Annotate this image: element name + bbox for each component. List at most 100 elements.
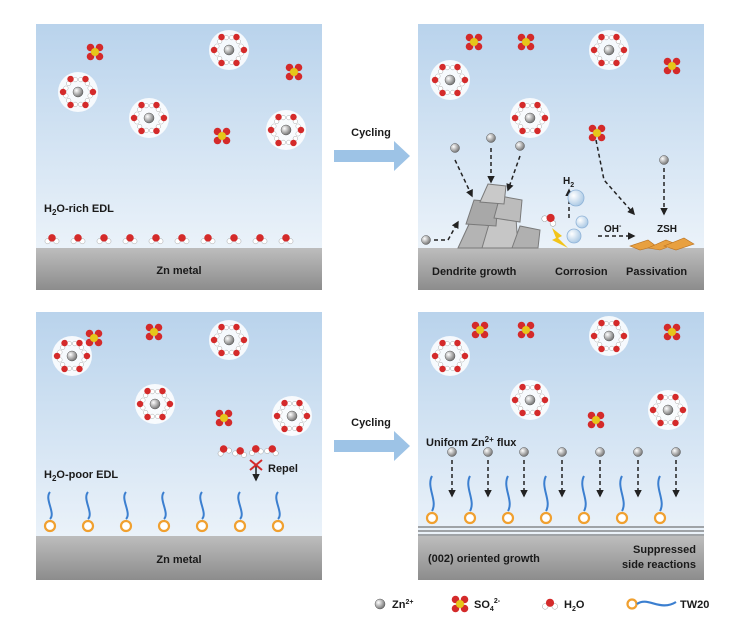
tw20-molecule: [615, 475, 629, 525]
sulfate-ions: [85, 33, 681, 429]
water-molecule: [137, 101, 149, 112]
repel-label: Repel: [268, 463, 298, 475]
sulfate-ion: [663, 323, 681, 341]
zn-ion: [66, 350, 78, 362]
zn-ion: [486, 133, 496, 143]
water-molecule: [81, 349, 91, 363]
zn-solvation-cluster: [52, 336, 92, 376]
water-molecule: [66, 75, 78, 86]
water-molecule: [530, 406, 542, 417]
water-molecule: [530, 124, 542, 135]
water-molecule: [530, 383, 542, 394]
water-molecule: [609, 56, 621, 67]
water-molecule: [450, 339, 462, 350]
water-molecule: [511, 111, 521, 125]
tw20-molecule: [501, 475, 515, 525]
tw20-molecule: [577, 475, 591, 525]
water-molecule: [656, 416, 668, 427]
water-molecule: [431, 349, 441, 363]
legend-tw20-label: TW20: [680, 599, 709, 611]
zn-ion: [444, 350, 456, 362]
water-molecule: [431, 73, 441, 87]
water-molecule: [278, 234, 294, 245]
sulfate-ion: [451, 595, 469, 613]
water-molecule: [438, 86, 450, 97]
water-molecule: [518, 406, 530, 417]
sulfate-ion: [86, 43, 104, 61]
water-molecule: [210, 43, 220, 57]
water-molecule: [229, 323, 241, 334]
h2-bubble: [566, 228, 582, 244]
zn-solvation-cluster: [209, 320, 249, 360]
legend: Zn2+ SO42- H2O TW20: [374, 595, 709, 613]
water-molecule: [511, 393, 521, 407]
water-molecule: [542, 598, 558, 610]
water-molecule: [280, 422, 292, 433]
zn-solvation-cluster: [589, 30, 629, 70]
water-molecule: [96, 234, 112, 245]
zn-ion: [72, 86, 84, 98]
corrosion-label: Corrosion: [555, 266, 608, 278]
water-molecule: [618, 329, 628, 343]
solvation-clusters: [52, 30, 688, 436]
sulfate-ion: [471, 321, 489, 339]
water-molecule: [217, 346, 229, 357]
zn-ion: [524, 394, 536, 406]
zn-solvation-cluster: [272, 396, 312, 436]
cycling-arrow-top: [334, 141, 410, 171]
zn-ion: [483, 447, 493, 457]
passivation-label: Passivation: [626, 266, 687, 278]
water-molecule: [286, 113, 298, 124]
water-molecule: [539, 393, 549, 407]
water-molecule: [148, 234, 164, 245]
water-molecule: [217, 445, 232, 457]
zn-ion: [450, 143, 460, 153]
water-molecule: [518, 124, 530, 135]
water-molecule: [158, 111, 168, 125]
zsh-passivation-layer: [629, 237, 695, 251]
zn-substrate-top-left: [36, 248, 322, 290]
water-molecule: [459, 73, 469, 87]
sulfate-ion: [145, 323, 163, 341]
legend-so4-icon: [451, 595, 469, 613]
edl-label-poor: H2O-poor EDL: [44, 469, 118, 483]
zn-solvation-cluster: [510, 380, 550, 420]
water-molecule: [656, 393, 668, 404]
water-molecule: [267, 123, 277, 137]
oh-label: OH-: [604, 223, 622, 235]
cycling-label-top: Cycling: [351, 127, 391, 139]
h2-label: H2: [563, 176, 574, 189]
tw20-molecule: [195, 491, 209, 533]
water-molecule: [238, 333, 248, 347]
water-molecule: [229, 346, 241, 357]
water-molecule: [70, 234, 86, 245]
cycling-label-bottom: Cycling: [351, 417, 391, 429]
water-molecule: [72, 339, 84, 350]
water-molecule: [597, 319, 609, 330]
cycling-arrow-bottom: [334, 431, 410, 461]
zn-ion: [662, 404, 674, 416]
dendrite-growth-label: Dendrite growth: [432, 266, 517, 278]
water-molecule: [301, 409, 311, 423]
sulfate-ion: [517, 33, 535, 51]
water-molecule: [229, 33, 241, 44]
water-molecule: [459, 349, 469, 363]
h2-bubble: [567, 189, 585, 207]
water-molecule: [155, 410, 167, 421]
tw20-molecule: [425, 475, 439, 525]
panel-top-left: [36, 24, 322, 290]
zn-substrate-bottom-left: [36, 536, 322, 580]
legend-h2o-label: H2O: [564, 599, 585, 613]
zn-ion: [444, 74, 456, 86]
zn-solvation-cluster: [266, 110, 306, 150]
water-molecule: [292, 422, 304, 433]
water-molecule: [274, 136, 286, 147]
legend-so4-label: SO42-: [474, 598, 501, 613]
zn-solvation-cluster: [135, 384, 175, 424]
water-molecule: [274, 113, 286, 124]
water-molecule: [597, 56, 609, 67]
tw20-molecule: [271, 491, 285, 533]
water-molecule: [518, 101, 530, 112]
zn-substrate-bottom-right: [418, 536, 704, 580]
water-molecule: [438, 339, 450, 350]
